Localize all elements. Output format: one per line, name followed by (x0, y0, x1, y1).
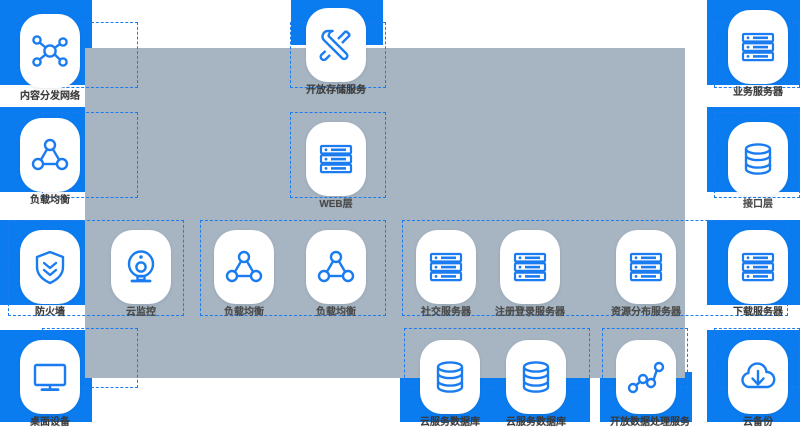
node-label: WEB层 (319, 199, 353, 210)
server-rack-icon (728, 230, 788, 304)
node-label: 开放存储服务 (306, 85, 366, 96)
monitor-icon (20, 340, 80, 414)
node-label: 下载服务器 (733, 307, 783, 318)
database-icon (728, 122, 788, 196)
node-resource-svr[interactable]: 资源分布服务器 (610, 230, 682, 319)
node-social-svr[interactable]: 社交服务器 (410, 230, 482, 319)
database-icon (420, 340, 480, 414)
node-slb-top[interactable]: 负载均衡 (14, 118, 86, 207)
node-web-layer[interactable]: WEB层 (300, 122, 372, 211)
node-business-svr[interactable]: 业务服务器 (722, 10, 794, 99)
server-rack-icon (616, 230, 676, 304)
group-outline-grp-db (404, 328, 590, 388)
node-label: 开放数据处理服务 (610, 417, 690, 428)
node-cloud-db-a[interactable]: 云服务数据库 (414, 340, 486, 429)
node-slb-b[interactable]: 负载均衡 (300, 230, 372, 319)
node-oss[interactable]: 开放存储服务 (300, 8, 372, 97)
central-grey-panel (85, 48, 685, 378)
group-outline-grp-web (290, 112, 386, 198)
node-odps[interactable]: 开放数据处理服务 (610, 340, 690, 429)
camera-monitor-icon (111, 230, 171, 304)
node-desktop[interactable]: 桌面设备 (14, 340, 86, 429)
node-cloud-monitor[interactable]: 云监控 (105, 230, 177, 319)
node-slb-a[interactable]: 负载均衡 (208, 230, 280, 319)
node-auth-svr[interactable]: 注册登录服务器 (494, 230, 566, 319)
node-label: 内容分发网络 (20, 91, 80, 102)
node-label: 负载均衡 (316, 307, 356, 318)
node-label: 桌面设备 (30, 417, 70, 428)
cloud-download-icon (728, 340, 788, 414)
node-cdn[interactable]: 内容分发网络 (14, 14, 86, 103)
node-label: 云备份 (743, 417, 773, 428)
scatter-nodes-icon (616, 340, 676, 414)
node-firewall[interactable]: 防火墙 (14, 230, 86, 319)
tools-wrench-icon (306, 8, 366, 82)
database-icon (506, 340, 566, 414)
triangle-nodes-icon (20, 118, 80, 192)
node-label: 接口层 (743, 199, 773, 210)
node-label: 资源分布服务器 (611, 307, 681, 318)
server-rack-icon (416, 230, 476, 304)
network-nodes-icon (20, 14, 80, 88)
triangle-nodes-icon (214, 230, 274, 304)
server-rack-icon (306, 122, 366, 196)
node-cloud-db-b[interactable]: 云服务数据库 (500, 340, 572, 429)
server-rack-icon (500, 230, 560, 304)
node-label: 负载均衡 (224, 307, 264, 318)
shield-check-icon (20, 230, 80, 304)
node-label: 云服务数据库 (420, 417, 480, 428)
node-label: 负载均衡 (30, 195, 70, 206)
node-label: 业务服务器 (733, 87, 783, 98)
triangle-nodes-icon (306, 230, 366, 304)
node-cloud-backup[interactable]: 云备份 (722, 340, 794, 429)
node-label: 社交服务器 (421, 307, 471, 318)
group-outline-grp-security (8, 220, 184, 316)
node-label: 防火墙 (35, 307, 65, 318)
node-api-layer[interactable]: 接口层 (722, 122, 794, 211)
node-label: 云服务数据库 (506, 417, 566, 428)
node-label: 注册登录服务器 (495, 307, 565, 318)
server-rack-icon (728, 10, 788, 84)
group-outline-grp-slb (200, 220, 386, 316)
node-label: 云监控 (126, 307, 156, 318)
node-download-svr[interactable]: 下载服务器 (722, 230, 794, 319)
